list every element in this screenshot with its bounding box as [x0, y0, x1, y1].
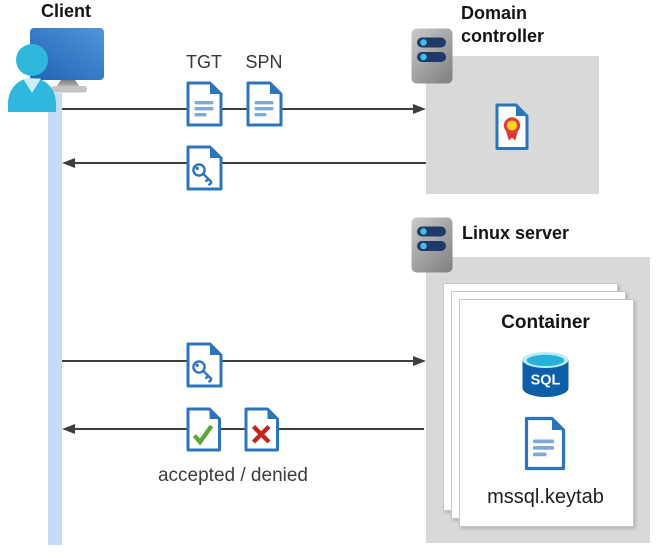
sql-badge-label: SQL [531, 373, 561, 389]
client-lifeline [48, 93, 62, 545]
accepted-denied-label: accepted / denied [157, 465, 308, 486]
spn-label: SPN [245, 52, 283, 72]
arrow-client-to-dc [62, 108, 413, 110]
arrowhead-left-icon [62, 158, 75, 168]
arrow-dc-to-client [75, 162, 426, 164]
accepted-document-icon [186, 407, 221, 452]
sql-database-icon: SQL [522, 352, 569, 397]
keytab-file-icon [524, 416, 566, 471]
certificate-icon [495, 103, 529, 150]
domain-controller-server-icon [411, 28, 453, 84]
container-label: Container [501, 312, 590, 333]
key-ticket-icon [186, 342, 223, 388]
domain-controller-label: Domain controller [461, 3, 545, 46]
linux-server-icon [411, 217, 453, 273]
tgt-document-icon [186, 81, 223, 127]
arrowhead-left-icon [62, 424, 75, 434]
arrowhead-right-icon [413, 104, 426, 114]
client-computer-icon [8, 28, 104, 112]
keytab-file-label: mssql.keytab [487, 486, 604, 508]
spn-document-icon [246, 81, 283, 127]
container-card-front [459, 299, 634, 527]
client-label: Client [40, 1, 91, 21]
linux-server-label: Linux server [462, 223, 570, 243]
key-ticket-icon [186, 145, 223, 191]
arrow-client-to-linux [62, 360, 413, 362]
denied-document-icon [244, 407, 279, 452]
tgt-label: TGT [186, 52, 222, 72]
arrowhead-right-icon [413, 356, 426, 366]
